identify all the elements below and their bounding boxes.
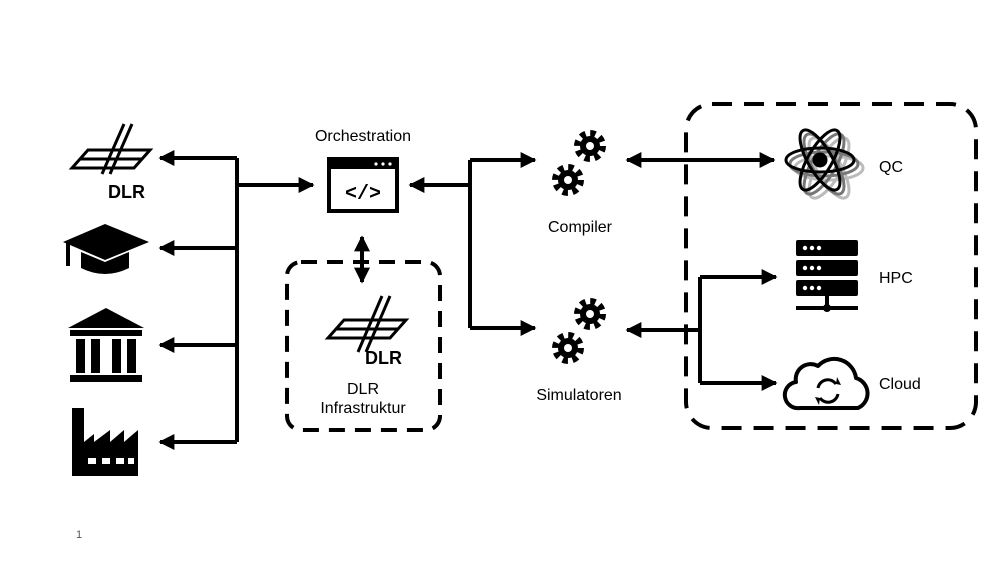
simulator-gears-icon [552, 298, 606, 364]
page-number: 1 [76, 529, 83, 541]
dlr-logo-icon [68, 123, 154, 175]
compiler-label: Compiler [547, 219, 612, 236]
compiler-gears-icon [552, 130, 606, 196]
simulator-backend-connectors [625, 269, 778, 391]
atom-icon [784, 128, 865, 200]
qc-label: QC [879, 159, 903, 176]
dlr-infrastructure-label-line1: DLR [346, 381, 379, 398]
orchestration-tool-connectors [408, 152, 537, 336]
server-rack-icon [796, 240, 858, 312]
hpc-label: HPC [879, 270, 913, 287]
orchestration-label: Orchestration [314, 128, 412, 145]
graduation-cap-icon [63, 224, 149, 274]
user-bus-connectors [158, 150, 315, 450]
backend-resources-group [684, 102, 978, 430]
svg-text:</>: </> [345, 183, 381, 206]
cloud-sync-icon [782, 356, 870, 411]
code-window-icon: </> [327, 157, 399, 213]
infrastructure-dlr-logo-text: DLR [365, 348, 402, 368]
factory-icon [72, 408, 138, 476]
institution-building-icon [68, 308, 144, 382]
dlr-logo-text: DLR [108, 182, 145, 202]
infrastructure-dlr-logo-icon [324, 295, 410, 353]
dlr-infrastructure-label-line2: Infrastruktur [320, 400, 406, 417]
simulators-label: Simulatoren [536, 387, 622, 404]
cloud-label: Cloud [879, 376, 921, 393]
